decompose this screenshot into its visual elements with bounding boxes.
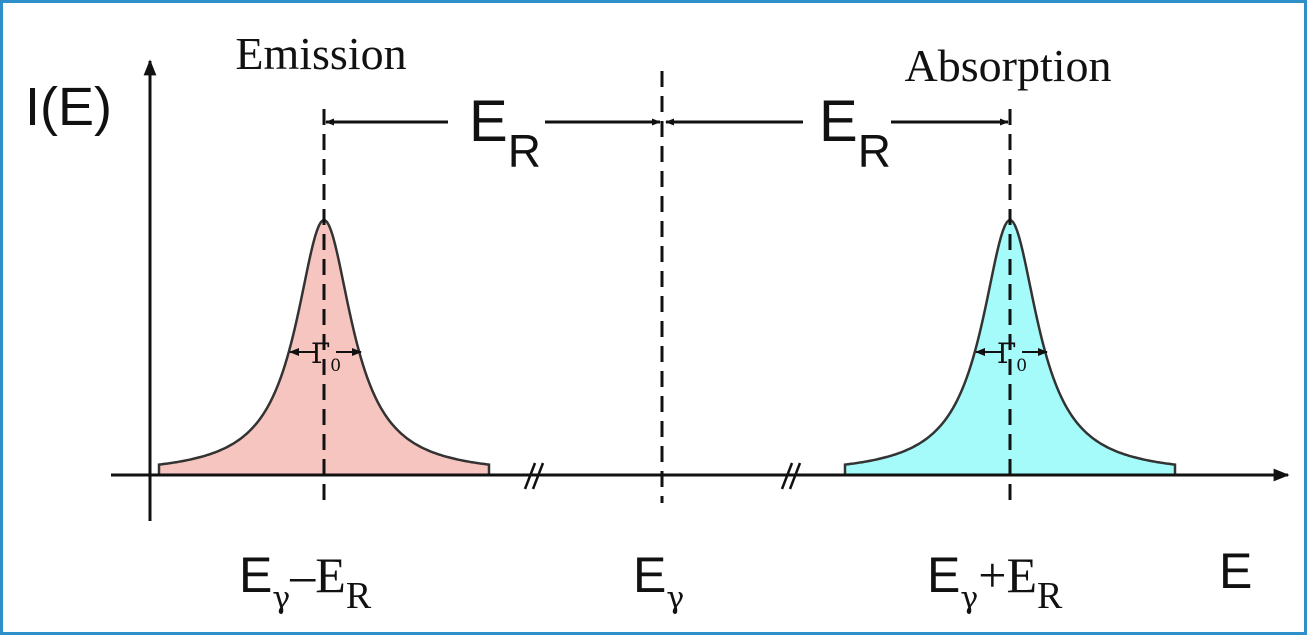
emission-linewidth-label: Γ0 <box>311 337 341 376</box>
tick-label-emission: Eγ–ER <box>239 547 372 617</box>
absorption-linewidth-label: Γ0 <box>997 337 1027 376</box>
axis-break-right <box>780 462 802 490</box>
recoil-energy-diagram: Emission Absorption I(E) E ER ER Γ0 Γ0 E… <box>25 28 1290 617</box>
tick-label-absorption: Eγ+ER <box>927 547 1063 617</box>
axis-break-left <box>523 462 545 490</box>
absorption-title: Absorption <box>905 40 1112 91</box>
recoil-label-right: ER <box>819 89 891 177</box>
tick-label-center: Eγ <box>633 547 684 616</box>
emission-title: Emission <box>235 28 406 79</box>
recoil-label-left: ER <box>469 89 541 177</box>
y-axis-label: I(E) <box>25 77 112 137</box>
x-axis-label: E <box>1219 543 1252 599</box>
